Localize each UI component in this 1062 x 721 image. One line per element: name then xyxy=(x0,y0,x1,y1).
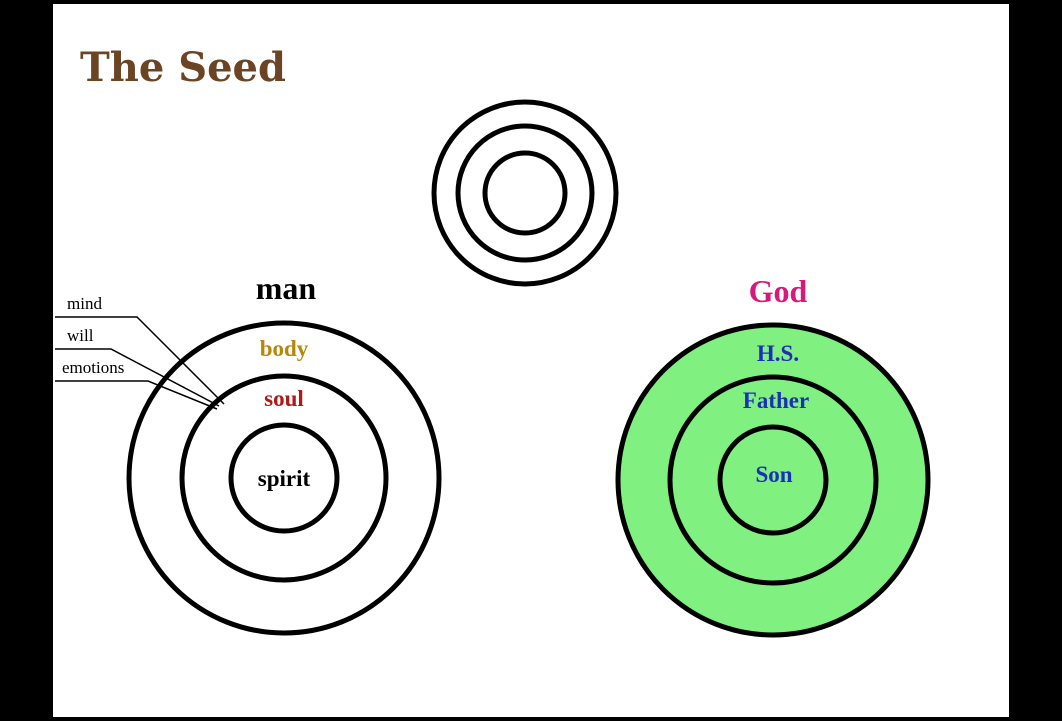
father-label: Father xyxy=(743,388,809,413)
seed-inner-ring xyxy=(482,150,568,236)
callout-emotions-line xyxy=(55,380,218,410)
soul-label: soul xyxy=(264,386,304,411)
son-label: Son xyxy=(755,462,792,487)
man-body-ring xyxy=(126,320,442,636)
god-son-ring xyxy=(717,424,829,536)
man-heading: man xyxy=(256,270,317,306)
diagram-title: The Seed xyxy=(80,44,286,91)
man-diagram: man body soul spirit mind will emotions xyxy=(55,270,442,636)
callout-mind: mind xyxy=(67,294,102,313)
god-hs-ring xyxy=(615,322,931,638)
man-soul-ring xyxy=(179,373,389,583)
seed-middle-ring xyxy=(455,123,595,263)
slide: The Seed man body soul spirit mind will … xyxy=(53,4,1009,717)
callout-emotions: emotions xyxy=(62,358,124,377)
seed-circles xyxy=(431,99,619,287)
hs-label: H.S. xyxy=(757,341,799,366)
seed-outer-ring xyxy=(431,99,619,287)
spirit-label: spirit xyxy=(258,466,311,491)
soul-callouts: mind will emotions xyxy=(55,294,225,410)
seed-diagram: The Seed man body soul spirit mind will … xyxy=(55,44,931,638)
callout-will: will xyxy=(67,326,94,345)
callout-mind-line xyxy=(55,316,225,405)
man-spirit-ring xyxy=(228,422,340,534)
god-diagram: God H.S. Father Son xyxy=(615,273,931,638)
god-heading: God xyxy=(749,273,808,309)
callout-will-line xyxy=(55,348,220,407)
body-label: body xyxy=(260,336,309,361)
god-father-ring xyxy=(667,374,879,586)
